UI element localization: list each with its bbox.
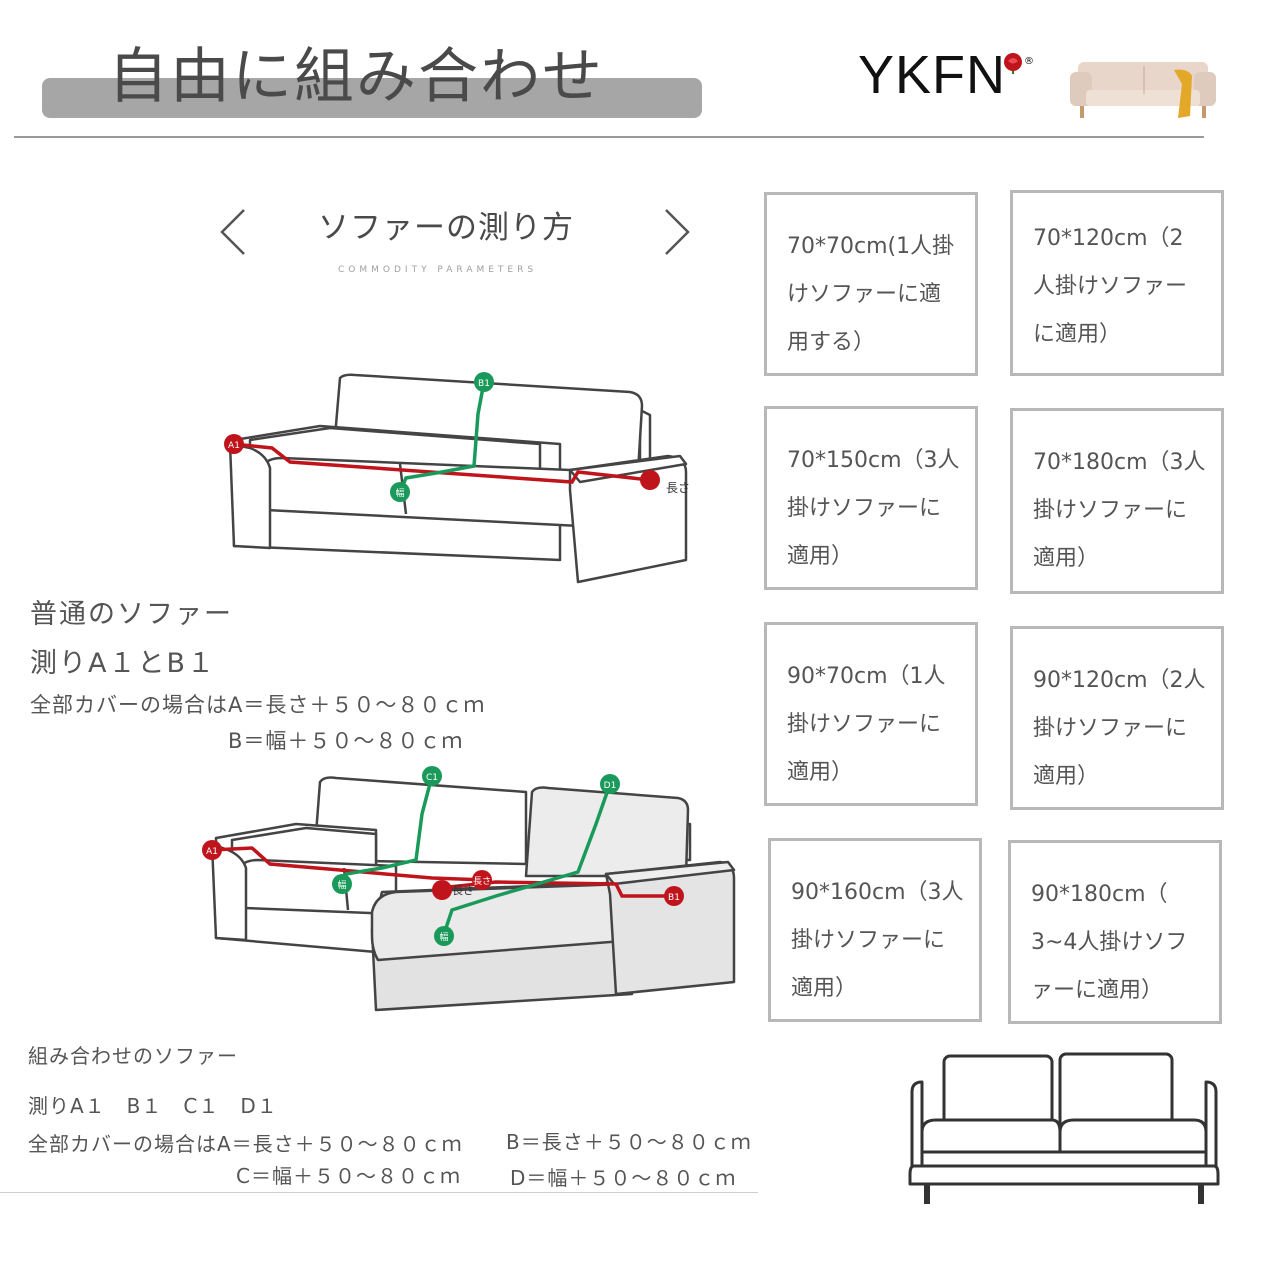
label-d1: D1	[604, 781, 617, 791]
size-card-text: 90*180cm（ 3~4人掛けソフ ァーに適用）	[1031, 882, 1188, 1003]
sectional-sofa-measure: 測りA１ B１ C１ D１	[28, 1094, 278, 1118]
label-width: 幅	[439, 931, 448, 943]
size-card-90x120[interactable]: 90*120cm（2人 掛けソファーに 適用）	[1010, 626, 1224, 810]
label-a1: A1	[206, 847, 218, 857]
sofa-photo-icon	[1070, 62, 1216, 118]
size-card-90x70[interactable]: 90*70cm（1人 掛けソファーに 適用）	[764, 622, 978, 806]
marker-length: 長さ	[640, 470, 690, 495]
label-width: 幅	[395, 487, 404, 499]
label-length: 長さ	[473, 876, 491, 887]
marker-width-b: 幅	[434, 926, 454, 946]
label-a1: A1	[228, 441, 240, 451]
sectional-sofa-diagram: A1 B1 C1 D1 幅 幅 長さ 長さ	[202, 766, 736, 1012]
size-card-text: 70*180cm（3人 掛けソファーに 適用）	[1033, 450, 1206, 571]
sectional-sofa-heading: 組み合わせのソファー	[28, 1044, 238, 1068]
title-bar	[42, 78, 702, 118]
sectional-sofa-cover-c: C＝幅＋５０～８０ｃｍ	[236, 1164, 461, 1188]
sofa-outline-icon	[908, 1052, 1220, 1204]
label-b1: B1	[478, 379, 490, 389]
measure-title: ソファーの測り方	[318, 210, 574, 246]
label-b1: B1	[668, 893, 680, 903]
size-card-90x180[interactable]: 90*180cm（ 3~4人掛けソフ ァーに適用）	[1008, 840, 1222, 1024]
label-length: 長さ	[666, 481, 690, 495]
chevron-right-icon[interactable]	[658, 204, 698, 260]
size-card-text: 90*160cm（3人 掛けソファーに 適用）	[791, 880, 964, 1001]
bottom-divider	[0, 1192, 758, 1193]
label-length: 長さ	[452, 884, 474, 897]
header-divider	[14, 136, 1204, 138]
chevron-left-icon[interactable]	[212, 204, 252, 260]
regular-sofa-cover-b: B＝幅＋５０～８０ｃｍ	[228, 729, 464, 753]
marker-length-a: 長さ	[432, 880, 474, 900]
regular-sofa-measure: 測りA１とB１	[30, 648, 216, 679]
size-card-text: 70*150cm（3人 掛けソファーに 適用）	[787, 448, 960, 569]
size-card-70x120[interactable]: 70*120cm（2 人掛けソファー に適用）	[1010, 190, 1224, 376]
marker-length-b: 長さ	[472, 870, 492, 890]
marker-width: 幅	[390, 482, 410, 502]
size-card-70x180[interactable]: 70*180cm（3人 掛けソファーに 適用）	[1010, 408, 1224, 594]
size-card-70x70[interactable]: 70*70cm(1人掛 けソファーに適 用する）	[764, 192, 978, 376]
label-c1: C1	[426, 773, 438, 783]
brand-registered-mark: ®	[1024, 56, 1034, 67]
size-card-text: 70*70cm(1人掛 けソファーに適 用する）	[787, 234, 955, 355]
marker-a1: A1	[202, 840, 222, 860]
sectional-sofa-cover-b: B＝長さ＋５０～８０ｃｍ	[506, 1130, 752, 1154]
size-card-text: 90*70cm（1人 掛けソファーに 適用）	[787, 664, 946, 785]
marker-d1: D1	[600, 774, 620, 794]
sectional-sofa-cover-a: 全部カバーの場合はA＝長さ＋５０～８０ｃｍ	[28, 1132, 463, 1156]
regular-sofa-diagram: A1 B1 幅 長さ	[224, 372, 690, 584]
size-card-text: 70*120cm（2 人掛けソファー に適用）	[1033, 226, 1188, 347]
label-width: 幅	[337, 879, 346, 891]
sectional-sofa-cover-d: D＝幅＋５０～８０ｃｍ	[510, 1166, 737, 1190]
regular-sofa-heading: 普通のソファー	[30, 599, 233, 630]
size-card-90x160[interactable]: 90*160cm（3人 掛けソファーに 適用）	[768, 838, 982, 1022]
brand-logo: YKFN	[858, 45, 1007, 105]
marker-a1: A1	[224, 434, 244, 454]
marker-b1: B1	[664, 886, 684, 906]
marker-width-a: 幅	[332, 874, 352, 894]
measure-subtitle: COMMODITY PARAMETERS	[338, 265, 538, 275]
rose-icon	[1004, 53, 1022, 74]
page-title: 自由に組み合わせ	[108, 42, 604, 112]
size-card-text: 90*120cm（2人 掛けソファーに 適用）	[1033, 668, 1206, 789]
marker-b1: B1	[474, 372, 494, 392]
regular-sofa-cover-a: 全部カバーの場合はA＝長さ＋５０～８０ｃｍ	[30, 693, 486, 717]
size-card-70x150[interactable]: 70*150cm（3人 掛けソファーに 適用）	[764, 406, 978, 590]
marker-c1: C1	[422, 766, 442, 786]
